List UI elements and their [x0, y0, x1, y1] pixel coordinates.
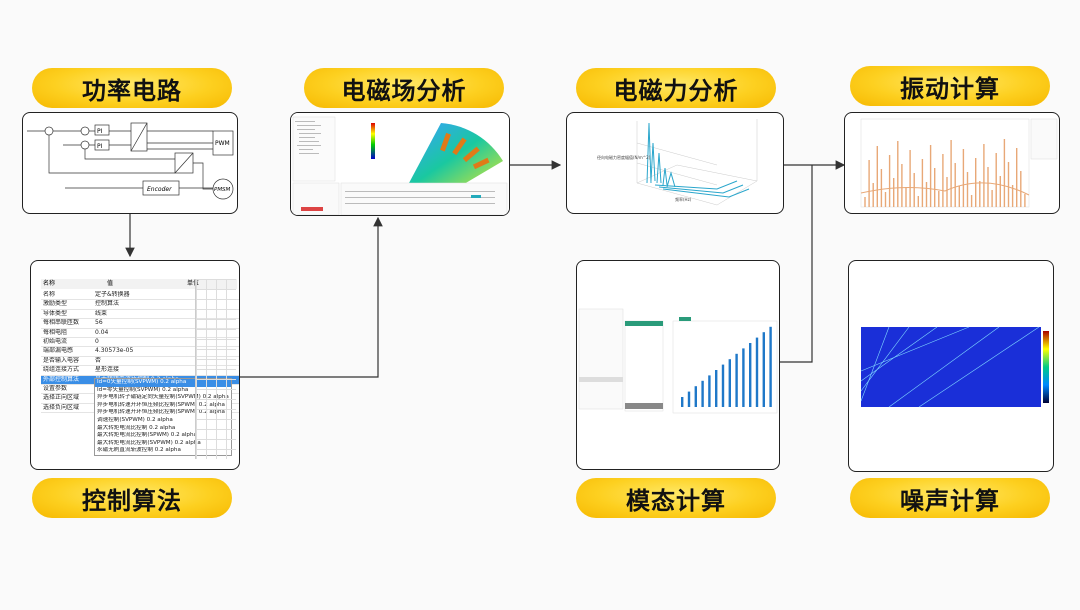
property-row[interactable]: 导体类型 线束	[41, 309, 239, 320]
col-name: 名称	[43, 280, 56, 287]
force-chart-axis: 频率(Hz)	[675, 196, 692, 202]
grid-area	[195, 279, 236, 459]
step-control: 控制算法	[32, 478, 232, 518]
step-power-circuit: 功率电路	[32, 68, 232, 108]
force-chart-title: 径向电磁力密度幅值(N/m^2)	[597, 154, 651, 160]
modal-bar	[687, 391, 691, 407]
property-key: 初始电流	[43, 337, 68, 345]
modal-bar	[728, 359, 731, 407]
modal-bar	[681, 397, 684, 407]
em-field-card	[290, 112, 510, 216]
modal-bar	[735, 353, 738, 407]
property-value: 线束	[95, 309, 108, 317]
property-key: 选择负向区域	[43, 403, 80, 411]
em-force-card: 径向电磁力密度幅值(N/m^2) 频率(Hz)	[566, 112, 784, 214]
modal-bar	[715, 370, 718, 407]
property-key: 设置参数	[43, 384, 68, 392]
property-key: 导体类型	[43, 309, 68, 317]
property-key: 绕组连接方式	[43, 366, 80, 374]
algorithm-option[interactable]: 最大转矩电流比控制 0.2 alpha	[97, 424, 176, 431]
property-value: 星形连接	[95, 366, 120, 374]
power-block-diagram: PI PI PWM Encoder PMSM	[27, 122, 234, 200]
algorithm-option[interactable]: 异步电机转速开环恒压频比控制(SPWM) 0.2 alpha	[97, 401, 225, 408]
pwm-label: PWM	[215, 140, 230, 147]
property-row[interactable]: 绕组连接方式 星形连接	[41, 366, 239, 376]
modal-bar	[694, 386, 697, 407]
property-row[interactable]: 是否输入电容 否	[41, 356, 239, 367]
algorithm-option[interactable]: Id=零矢量控制(SVPWM) 0.2 alpha	[97, 386, 189, 393]
property-row[interactable]: 端部漏电感 4.30573e-05	[41, 347, 239, 357]
modal-bar	[769, 326, 772, 407]
modal-bar	[755, 337, 759, 407]
modal-card	[576, 260, 780, 470]
modal-bar	[721, 364, 725, 407]
property-key: 端部漏电感	[43, 347, 74, 355]
property-value: 控制算法	[95, 300, 120, 308]
property-value: 0	[95, 337, 99, 345]
em-force-chart: 径向电磁力密度幅值(N/m^2) 频率(Hz)	[597, 119, 758, 206]
algorithm-option[interactable]: 最大转矩电流比控制(SPWM) 0.2 alpha	[97, 432, 197, 439]
vibration-chart	[860, 118, 1058, 208]
power-circuit-card: PI PI PWM Encoder PMSM	[22, 112, 238, 214]
pi-label-1: PI	[97, 128, 103, 135]
noise-card	[848, 260, 1054, 472]
property-row[interactable]: 名称 定子&转换器	[41, 291, 239, 301]
col-unit: 单位	[187, 280, 200, 287]
property-value: 0.04	[95, 328, 109, 336]
property-key: 名称	[43, 291, 56, 298]
modal-bar	[742, 348, 745, 407]
property-row[interactable]: 每相电阻 0.04	[41, 328, 239, 338]
step-noise: 噪声计算	[850, 478, 1050, 518]
algorithm-option[interactable]: 异步电机转速开环恒压频比控制(SPWM) 0.2 alpha	[97, 409, 225, 416]
step-em-force: 电磁力分析	[576, 68, 776, 108]
em-field-screenshot	[291, 113, 509, 215]
property-key: 激励类型	[43, 300, 68, 308]
noise-chart	[860, 326, 1049, 408]
modal-bar	[708, 375, 711, 407]
property-value: 56	[95, 319, 103, 327]
property-key: 每相电阻	[43, 328, 68, 336]
pmsm-label: PMSM	[214, 187, 231, 193]
step-vibration: 振动计算	[850, 66, 1050, 106]
property-value: 4.30573e-05	[95, 347, 134, 355]
property-row[interactable]: 激励类型 控制算法	[41, 300, 239, 310]
property-key: 每相串联匝数	[43, 319, 80, 327]
modal-bar	[701, 380, 704, 407]
property-key: 选择正向区域	[43, 394, 80, 402]
algorithm-option[interactable]: 异步电机转子磁链定向矢量控制(SVPWM) 0.2 alpha	[97, 394, 229, 401]
algorithm-option[interactable]: 永磁无刷直流斩波控制 0.2 alpha	[97, 447, 181, 454]
property-key: 是否输入电容	[43, 356, 80, 364]
modal-bar	[762, 332, 765, 407]
arrow-modal-to-vibration	[780, 165, 813, 363]
algorithm-option[interactable]: 调速控制(SVPWM) 0.2 alpha	[97, 416, 173, 423]
step-modal: 模态计算	[576, 478, 776, 518]
col-value: 值	[107, 280, 114, 287]
algorithm-option[interactable]: Id=0矢量控制(SVPWM) 0.2 alpha	[95, 379, 231, 387]
algorithm-option[interactable]: 最大转矩电流比控制(SVPWM) 0.2 alpha	[97, 439, 201, 446]
property-value: 定子&转换器	[95, 291, 130, 298]
property-row[interactable]: 初始电流 0	[41, 337, 239, 348]
pi-label-2: PI	[97, 143, 103, 150]
vibration-card	[844, 112, 1060, 214]
arrow-control-to-field	[236, 216, 383, 378]
encoder-label: Encoder	[147, 186, 172, 193]
property-key: 外部控制算法	[43, 375, 80, 383]
modal-screenshot	[578, 308, 778, 414]
property-value: 否	[95, 356, 102, 364]
property-row[interactable]: 每相串联匝数 56	[41, 319, 239, 329]
modal-bar	[749, 343, 752, 407]
step-em-field: 电磁场分析	[304, 68, 504, 108]
